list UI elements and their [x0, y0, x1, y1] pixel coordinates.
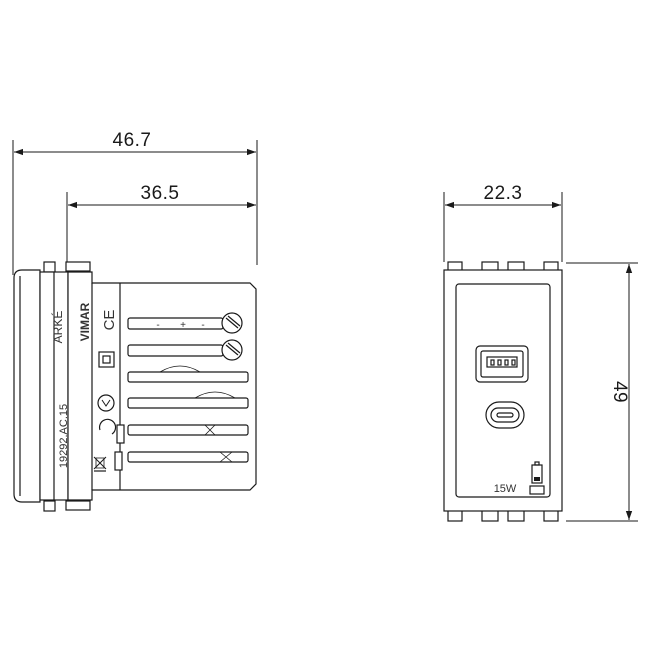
side-view	[13, 261, 257, 512]
power-rating: 15W	[494, 483, 517, 495]
overall-depth-label: 46.7	[113, 130, 152, 151]
front-width-label: 22.3	[484, 183, 523, 204]
front-view	[443, 261, 563, 522]
terminal-label-1: +	[180, 320, 186, 331]
brand-mark: ARKÉ	[50, 311, 65, 344]
dimension-body-depth	[66, 192, 256, 262]
dimension-front-width	[443, 192, 563, 262]
front-height-label: 49	[609, 381, 630, 403]
ce-mark: CE	[101, 310, 118, 331]
usb-c-port-icon	[485, 401, 525, 429]
dimension-front-height	[566, 262, 638, 522]
body-depth-label: 36.5	[141, 183, 180, 204]
maker-mark: VIMAR	[78, 302, 92, 341]
terminal-label-2: -	[201, 320, 204, 331]
model-code: 19292.AC.15	[58, 404, 70, 468]
battery-icon	[531, 461, 543, 484]
dimension-overall-depth	[12, 140, 258, 275]
usb-a-port-icon	[475, 345, 529, 383]
led-indicator	[529, 485, 545, 495]
terminal-labels: - + -	[156, 320, 204, 331]
terminal-label-0: -	[156, 320, 159, 331]
